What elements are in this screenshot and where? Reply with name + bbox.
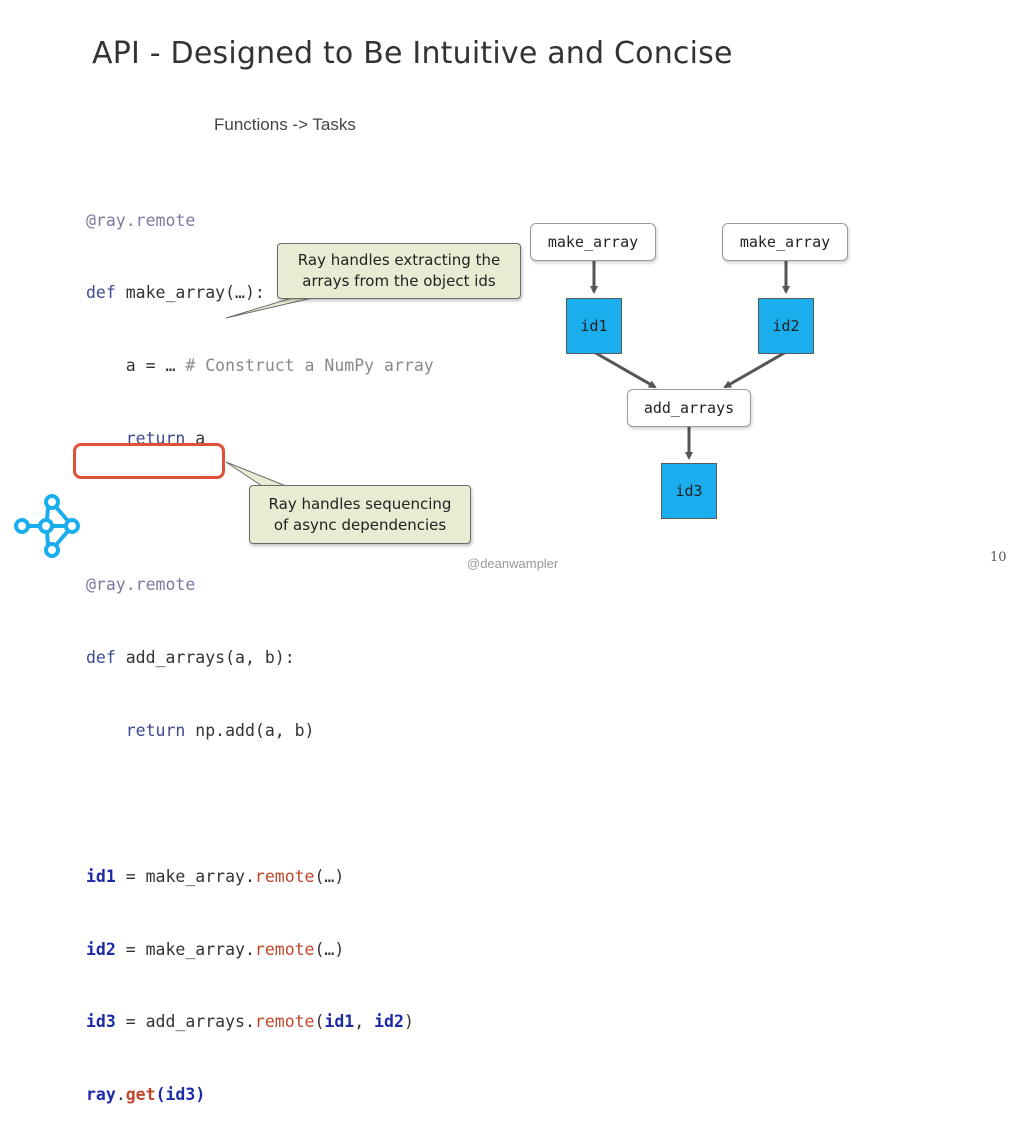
callout-pointer: [225, 461, 287, 487]
decorator: @ray.remote: [86, 210, 196, 230]
object-node-id1: id1: [566, 298, 622, 354]
code-line-blank: [86, 792, 434, 816]
code-line: ray.get(id3): [86, 1083, 434, 1107]
diagram-edges: [225, 260, 790, 487]
code-line: @ray.remote: [86, 573, 434, 597]
code-text: .: [115, 1085, 126, 1105]
keyword: def: [86, 647, 116, 667]
code-line: def make_array(…):: [86, 281, 434, 305]
code-line: @ray.remote: [86, 209, 434, 233]
decorator: @ray.remote: [86, 575, 196, 595]
object-id: id3: [86, 1012, 116, 1032]
edge-id1-add: [593, 350, 657, 389]
callout-text: Ray handles sequencing: [268, 494, 452, 513]
code-text: make_array(…):: [115, 283, 265, 303]
code-comment: # Construct a NumPy array: [185, 356, 434, 376]
code-text: add_arrays(a, b):: [115, 647, 295, 667]
object-id: id3: [165, 1085, 196, 1105]
object-node-id2: id2: [758, 298, 814, 354]
code-text: (: [314, 1012, 325, 1032]
code-text: (…): [314, 866, 345, 886]
ray-get-highlight: [73, 443, 225, 479]
ray-module: ray: [86, 1085, 116, 1105]
object-node-id3: id3: [661, 463, 717, 519]
code-text: ,: [354, 1012, 375, 1032]
code-line: id2 = make_array.remote(…): [86, 938, 434, 962]
slide-title: API - Designed to Be Intuitive and Conci…: [92, 36, 733, 71]
task-node-add-arrays: add_arrays: [627, 389, 751, 427]
code-text: = add_arrays.: [115, 1012, 255, 1032]
code-text: (: [155, 1085, 166, 1105]
callout-pointer: [225, 297, 313, 319]
code-line: return np.add(a, b): [86, 719, 434, 743]
slide-subtitle: Functions -> Tasks: [214, 115, 356, 134]
code-text: np.add(a, b): [185, 720, 315, 740]
object-id: id2: [374, 1012, 404, 1032]
callout-text: Ray handles extracting the: [297, 251, 501, 269]
object-id: id1: [86, 866, 116, 886]
edge-id2-add: [723, 350, 787, 389]
callout-text: of async dependencies: [273, 515, 447, 534]
code-line: def add_arrays(a, b):: [86, 646, 434, 670]
task-node-make-array-2: make_array: [722, 223, 848, 261]
keyword: return: [86, 720, 186, 740]
callout-text: arrays from the object ids: [302, 272, 496, 290]
task-node-make-array-1: make_array: [530, 223, 656, 261]
keyword: def: [86, 283, 116, 303]
code-line: id3 = add_arrays.remote(id1, id2): [86, 1010, 434, 1034]
code-text: a = …: [86, 356, 186, 376]
page-number: 10: [990, 550, 1007, 565]
code-line: a = … # Construct a NumPy array: [86, 354, 434, 378]
code-text: ): [403, 1012, 414, 1032]
author-watermark: @deanwampler: [467, 556, 559, 571]
object-id: id2: [86, 939, 116, 959]
code-text: ): [195, 1085, 206, 1105]
code-text: = make_array.: [115, 866, 255, 886]
remote-method: remote: [254, 1012, 315, 1032]
code-text: = make_array.: [115, 939, 255, 959]
code-line: id1 = make_array.remote(…): [86, 865, 434, 889]
code-text: a: [185, 429, 206, 449]
ray-logo-icon: [14, 494, 80, 558]
callout-extract: Ray handles extracting the arrays from t…: [277, 243, 521, 299]
code-text: (…): [314, 939, 345, 959]
remote-method: remote: [254, 866, 315, 886]
get-method: get: [125, 1085, 156, 1105]
object-id: id1: [324, 1012, 355, 1032]
remote-method: remote: [254, 939, 315, 959]
callout-sequence: Ray handles sequencing of async dependen…: [249, 485, 471, 544]
